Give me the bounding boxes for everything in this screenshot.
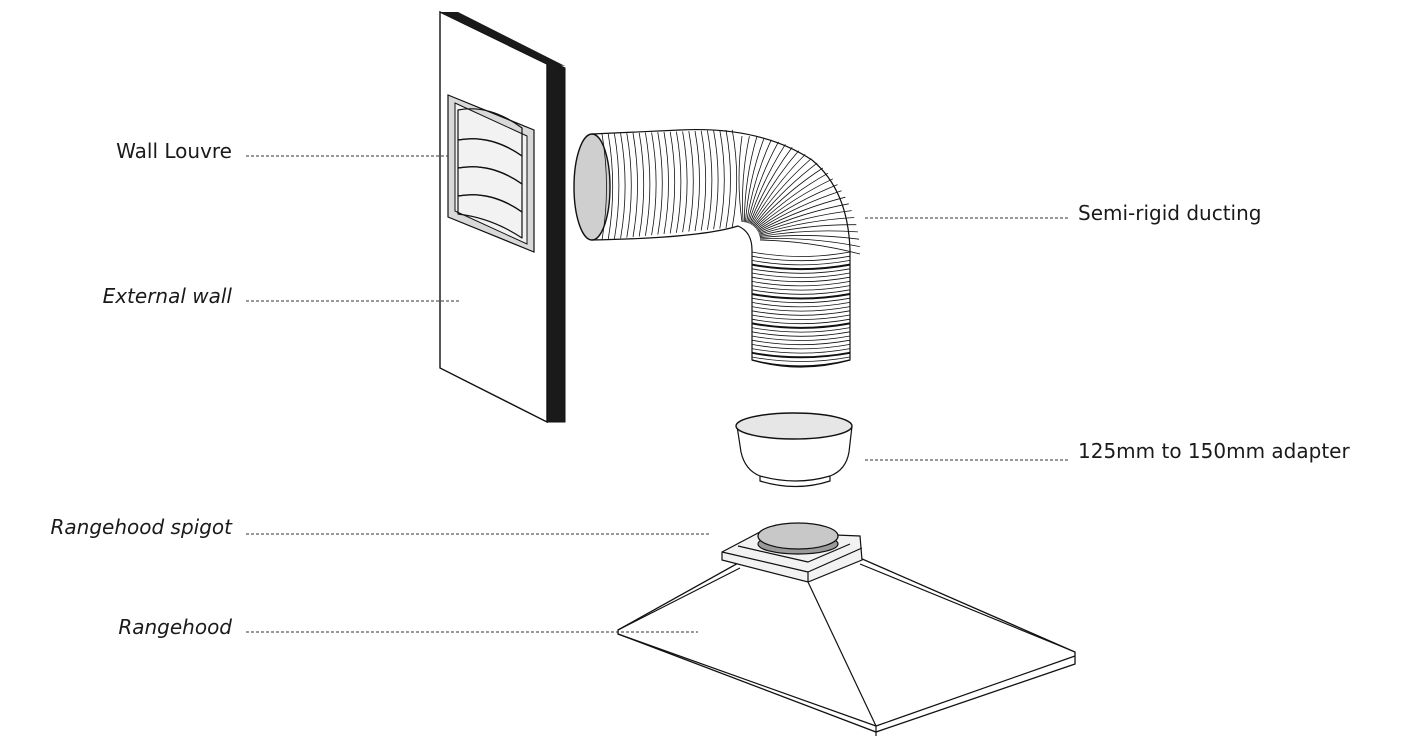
duct-ring <box>751 272 851 278</box>
duct-ring <box>751 339 851 346</box>
duct-ring <box>749 146 793 224</box>
label-adapter: 125mm to 150mm adapter <box>1078 439 1350 463</box>
duct-ring <box>751 356 851 362</box>
duct-ring <box>751 293 851 300</box>
duct-ring <box>755 178 834 229</box>
duct-ring <box>700 130 707 231</box>
duct-ring <box>719 130 725 229</box>
duct-ring <box>725 129 731 229</box>
label-rangehood: Rangehood <box>118 615 232 639</box>
duct-ring <box>758 217 855 235</box>
duct-ring <box>751 310 851 316</box>
duct-ring <box>747 141 779 223</box>
duct-ring <box>754 167 824 228</box>
duct-ring <box>758 203 849 233</box>
duct-ring <box>752 158 812 226</box>
duct-ring <box>743 136 758 223</box>
duct-ring <box>751 268 851 274</box>
duct-ring <box>751 276 851 283</box>
duct-ring <box>688 131 694 232</box>
duct-ring <box>676 131 682 233</box>
duct-ring <box>751 351 851 359</box>
duct-ring <box>694 130 700 232</box>
duct-ring <box>751 285 851 291</box>
duct-ring <box>751 154 806 225</box>
duct-ring <box>731 129 738 228</box>
duct-ring <box>751 306 851 312</box>
duct-ring <box>751 289 851 295</box>
duct-corrugations-vertical <box>751 251 851 362</box>
adapter <box>735 412 853 488</box>
duct-ring <box>751 281 851 287</box>
duct-ring <box>751 251 851 257</box>
semi-rigid-ducting <box>573 128 861 368</box>
duct-ring <box>757 196 846 232</box>
duct-ring <box>751 327 851 333</box>
duct-ring <box>751 335 851 341</box>
duct-ring <box>645 132 651 236</box>
duct-ring <box>751 302 851 308</box>
duct-ring <box>651 132 657 236</box>
duct-ring <box>751 263 851 271</box>
duct-ring <box>742 136 750 223</box>
duct-ring <box>626 133 632 238</box>
duct-ring <box>748 144 786 224</box>
duct-ring <box>632 132 638 238</box>
duct-ring <box>751 348 851 354</box>
label-rangehood-spigot: Rangehood spigot <box>51 515 234 539</box>
duct-ring <box>756 190 842 231</box>
duct-ring <box>614 133 620 239</box>
duct-ring <box>751 318 851 325</box>
rangehood <box>617 531 1076 736</box>
wall-louvre <box>447 94 535 253</box>
duct-ring <box>707 130 713 230</box>
rangehood-spigot <box>757 522 839 555</box>
duct-ring <box>759 230 858 237</box>
duct-ring <box>638 132 645 237</box>
duct-ring <box>657 132 663 235</box>
duct-ring <box>682 131 688 233</box>
duct-ring <box>751 314 851 320</box>
duct-ring <box>746 139 772 223</box>
duct-ring <box>751 260 851 266</box>
label-wall-louvre: Wall Louvre <box>116 139 232 163</box>
duct-ring <box>601 133 607 241</box>
duct-ring <box>754 172 829 228</box>
duct-corrugations-horizontal <box>601 129 738 241</box>
duct-ring <box>620 133 626 239</box>
duct-ring <box>759 239 861 255</box>
duct-ring <box>751 297 851 304</box>
duct-ring <box>759 235 860 240</box>
duct-ring <box>663 131 669 235</box>
duct-ring <box>759 238 860 247</box>
label-semi-rigid-ducting: Semi-rigid ducting <box>1078 201 1261 225</box>
duct-ring <box>751 344 851 350</box>
duct-ring <box>758 210 852 234</box>
duct-ring <box>756 184 838 230</box>
duct-ring <box>738 135 743 223</box>
duct-ring <box>750 150 800 225</box>
duct-ring <box>607 133 614 240</box>
duct-corrugations-bend <box>738 135 861 255</box>
duct-ring <box>753 162 818 227</box>
duct-ring <box>713 130 719 230</box>
duct-ring <box>745 137 765 223</box>
duct-ring <box>751 322 851 329</box>
label-external-wall: External wall <box>103 284 233 308</box>
duct-ring <box>751 331 851 337</box>
duct-ring <box>669 131 676 234</box>
duct-ring <box>759 224 857 236</box>
duct-ring <box>751 255 851 262</box>
